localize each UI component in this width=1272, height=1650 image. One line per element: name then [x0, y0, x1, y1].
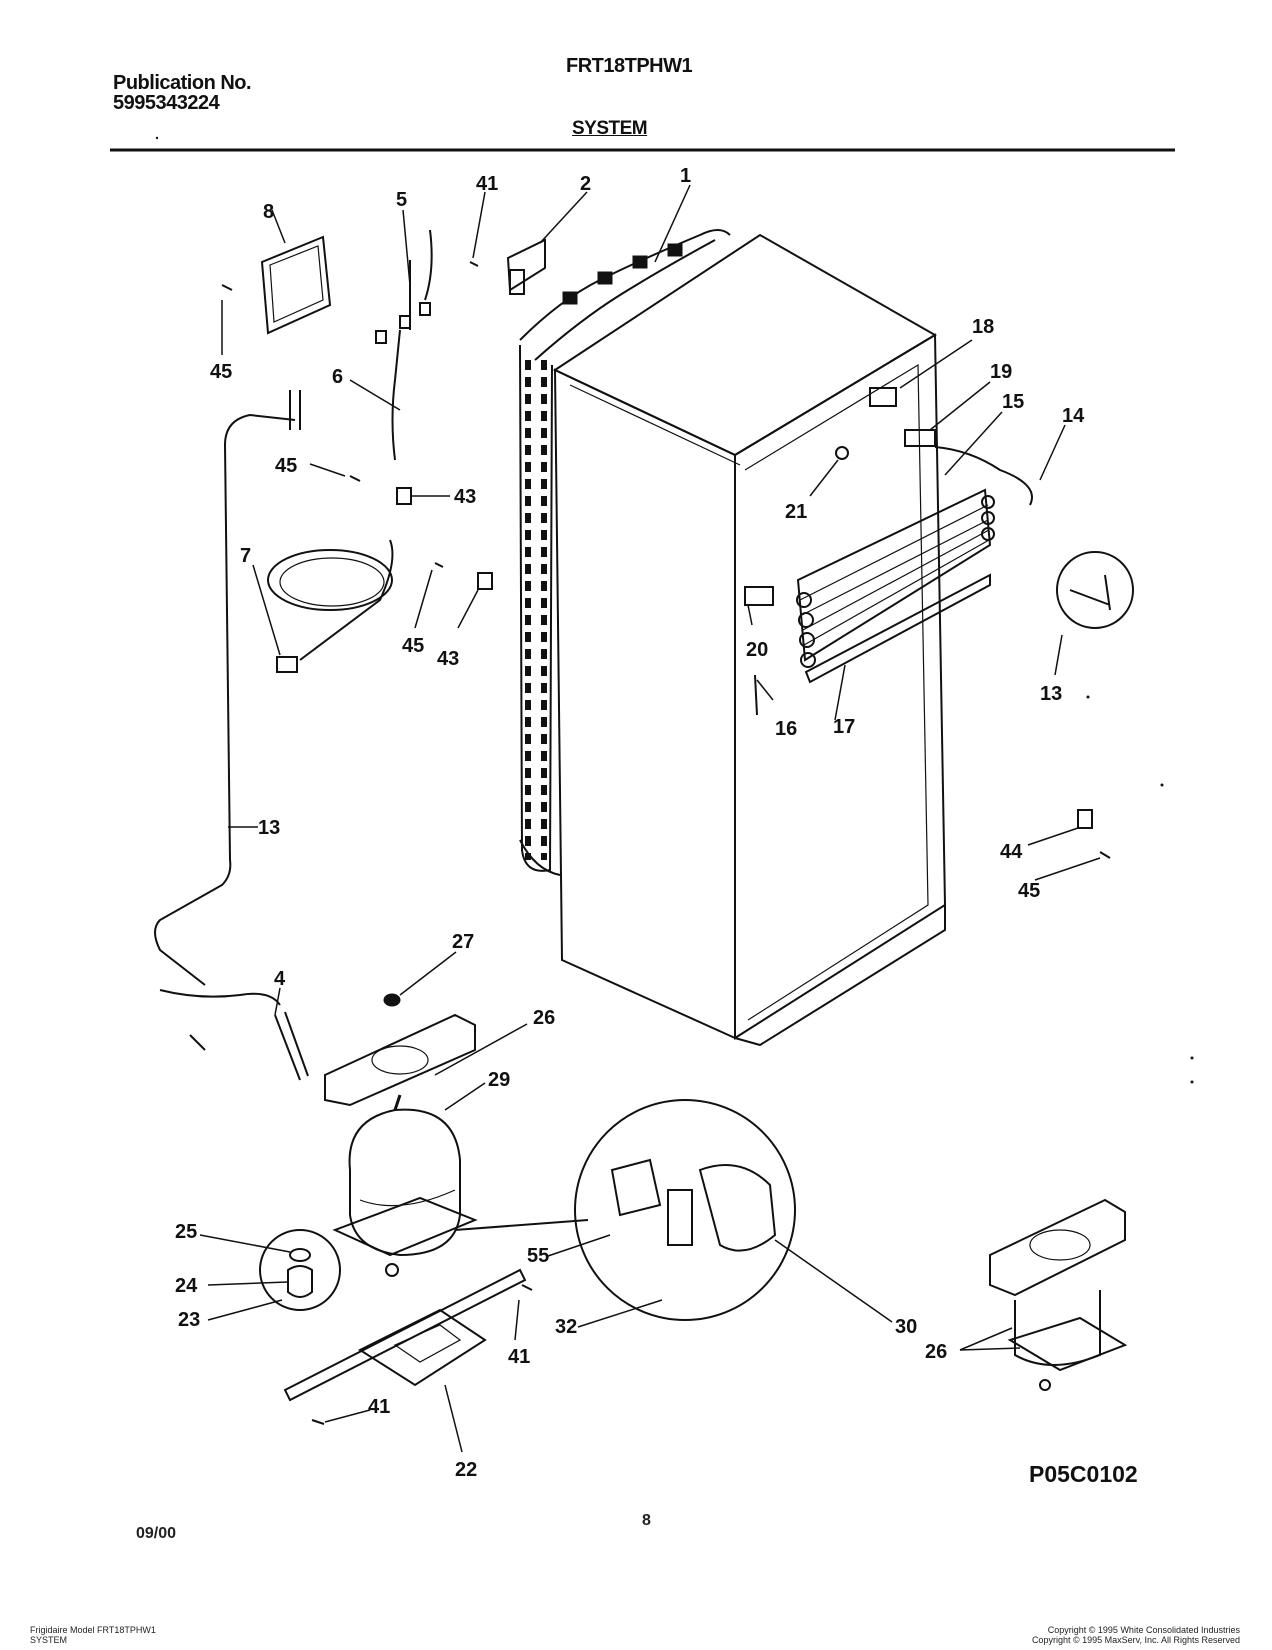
- wire-harness: [391, 229, 433, 461]
- callout-5: 5: [396, 189, 407, 211]
- part-18: [869, 387, 897, 407]
- detail-circle-13: [1056, 551, 1134, 629]
- relay-detail-circle: [574, 1099, 796, 1321]
- part-21: [835, 446, 849, 460]
- part-14: [934, 446, 1033, 506]
- callout-43-lower: 43: [437, 648, 459, 670]
- footer-date: 09/00: [136, 1525, 177, 1542]
- footer-copyright-1: Copyright © 1995 White Consolidated Indu…: [1047, 1625, 1240, 1635]
- callout-24: 24: [175, 1275, 198, 1297]
- callout-18: 18: [972, 316, 994, 338]
- callout-20: 20: [746, 639, 768, 661]
- callout-7: 7: [240, 545, 251, 567]
- callout-13-right: 13: [1040, 683, 1062, 705]
- screw-45-right: [1099, 851, 1111, 859]
- footer-page-number: 8: [642, 1512, 651, 1529]
- compressor-29: [332, 1094, 478, 1277]
- callout-32: 32: [555, 1316, 577, 1338]
- callout-41-bottom: 41: [368, 1396, 390, 1418]
- part-16: [754, 674, 758, 716]
- drier-4: [274, 1011, 309, 1081]
- callout-44: 44: [1000, 841, 1023, 863]
- callout-27: 27: [452, 931, 474, 953]
- callout-26-assembly: 26: [925, 1341, 947, 1363]
- callout-19: 19: [990, 361, 1012, 383]
- callout-41-right: 41: [508, 1346, 530, 1368]
- screw-45-mid: [349, 475, 361, 482]
- callout-13-left: 13: [258, 817, 280, 839]
- screw-45-lower: [434, 562, 444, 568]
- condenser-coil: [519, 229, 731, 876]
- callout-16: 16: [775, 718, 797, 740]
- screw-45-left: [221, 284, 233, 291]
- overload-30: [698, 1164, 777, 1252]
- callout-22: 22: [455, 1459, 477, 1481]
- callout-6: 6: [332, 366, 343, 388]
- callout-14: 14: [1062, 405, 1085, 427]
- callout-23: 23: [178, 1309, 200, 1331]
- part-43a: [396, 487, 412, 505]
- part-19: [904, 429, 936, 447]
- bracket-22: [283, 1268, 527, 1402]
- grommet-27: [383, 993, 401, 1007]
- callout-43-upper: 43: [454, 486, 476, 508]
- drain-pan-26: [324, 1013, 476, 1107]
- power-cord-7: [267, 549, 393, 611]
- callout-29: 29: [488, 1069, 510, 1091]
- callout-45-left: 45: [210, 361, 232, 383]
- part-43b: [477, 572, 493, 590]
- callout-8: 8: [263, 201, 274, 223]
- compressor-assembly-26: [989, 1198, 1128, 1391]
- callout-4: 4: [274, 968, 286, 990]
- part-2: [506, 238, 546, 292]
- model-number: FRT18TPHW1: [566, 55, 693, 77]
- footer-copyright-2: Copyright © 1995 MaxServ, Inc. All Right…: [1031, 1635, 1240, 1645]
- leader-lines: [199, 184, 1101, 1453]
- callout-45-mid: 45: [275, 455, 297, 477]
- callout-55: 55: [527, 1245, 549, 1267]
- callout-17: 17: [833, 716, 855, 738]
- callout-30: 30: [895, 1316, 917, 1338]
- capillary-tube-13: [154, 413, 296, 986]
- screw-41-bottom: [311, 1419, 325, 1425]
- part-32: [667, 1189, 693, 1246]
- evaporator: [796, 488, 995, 684]
- footer-section-line: SYSTEM: [30, 1635, 68, 1645]
- drawing-code: P05C0102: [1029, 1461, 1138, 1487]
- screw-41-top: [469, 261, 479, 267]
- callout-2: 2: [580, 173, 591, 195]
- callout-21: 21: [785, 501, 807, 523]
- callout-45-lower: 45: [402, 635, 424, 657]
- section-title: SYSTEM: [572, 118, 648, 139]
- relay-55: [610, 1158, 662, 1217]
- callout-1: 1: [680, 165, 691, 187]
- screw-41-right: [521, 1284, 533, 1291]
- publication-label: Publication No.: [113, 72, 252, 94]
- publication-number: 5995343224: [113, 92, 220, 114]
- part-20: [744, 586, 774, 606]
- part-8: [260, 235, 332, 335]
- callout-numbers: 1 2 41 5 8 45 6 45 43 18 19 15 14 21 7 4…: [175, 165, 1138, 1487]
- callout-26-pan: 26: [533, 1007, 555, 1029]
- callout-45-right: 45: [1018, 880, 1040, 902]
- footer-model-line: Frigidaire Model FRT18TPHW1: [30, 1625, 156, 1635]
- callout-25: 25: [175, 1221, 197, 1243]
- part-44: [1077, 809, 1093, 829]
- grommet-detail: [259, 1229, 341, 1311]
- callout-15: 15: [1002, 391, 1024, 413]
- cabinet: [552, 233, 947, 1047]
- callout-41-top: 41: [476, 173, 498, 195]
